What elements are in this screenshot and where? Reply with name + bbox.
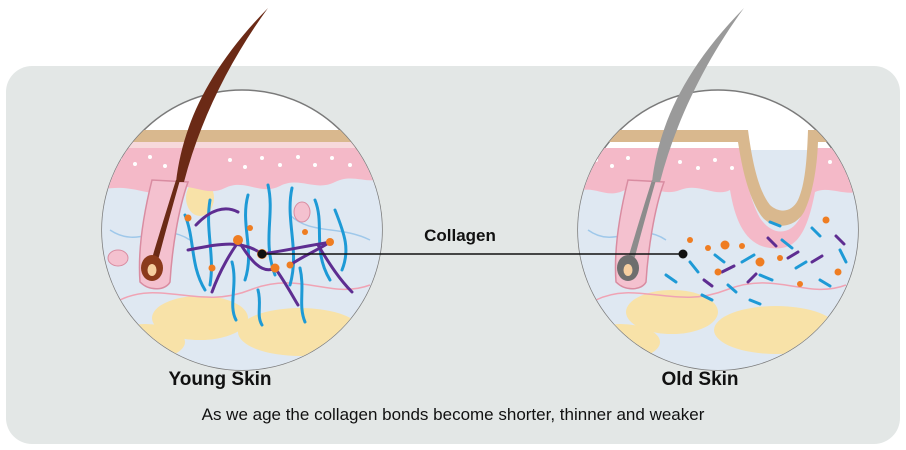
collagen-pointer-dot-young <box>258 250 267 259</box>
collagen-label: Collagen <box>400 226 520 246</box>
young-skin-label: Young Skin <box>120 369 320 391</box>
old-skin-label: Old Skin <box>600 369 800 391</box>
caption: As we age the collagen bonds become shor… <box>40 405 866 425</box>
collagen-pointer-dot-old <box>679 250 688 259</box>
